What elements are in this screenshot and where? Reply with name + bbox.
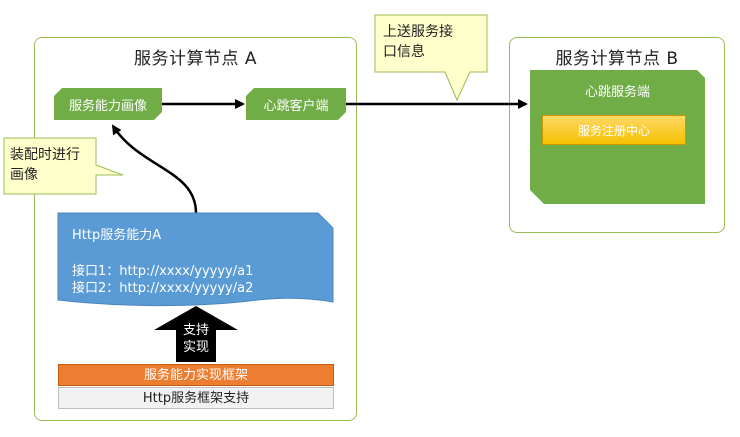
http-support-bar: Http服务框架支持 bbox=[58, 387, 334, 409]
node-b-title: 服务计算节点 B bbox=[555, 49, 679, 69]
registry-box: 服务注册中心 bbox=[542, 115, 686, 145]
http-api-1: 接口1：http://xxxx/yyyyy/a1 bbox=[72, 264, 254, 279]
framework-bar-label: 服务能力实现框架 bbox=[143, 368, 248, 383]
http-block-title: Http服务能力A bbox=[72, 228, 162, 243]
support-arrow-shape bbox=[154, 306, 238, 362]
http-api-2: 接口2：http://xxxx/yyyyy/a2 bbox=[72, 281, 254, 296]
service-profile-label: 服务能力画像 bbox=[68, 98, 147, 114]
node-a-title: 服务计算节点 A bbox=[133, 49, 258, 69]
heartbeat-client-box: 心跳客户端 bbox=[246, 88, 346, 120]
http-support-bar-label: Http服务框架支持 bbox=[142, 391, 250, 406]
arrow-http-to-profile bbox=[111, 124, 198, 214]
heartbeat-server-label: 心跳服务端 bbox=[584, 85, 650, 100]
heartbeat-client-label: 心跳客户端 bbox=[263, 98, 329, 114]
upload-callout-text: 上送服务接 口信息 bbox=[383, 24, 453, 60]
upload-callout-shape bbox=[374, 14, 488, 102]
heartbeat-server-box: 心跳服务端 服务注册中心 bbox=[530, 70, 705, 204]
framework-bar: 服务能力实现框架 bbox=[58, 364, 334, 386]
assemble-callout-text: 装配时进行 画像 bbox=[10, 147, 80, 183]
service-profile-box: 服务能力画像 bbox=[54, 88, 162, 120]
assemble-callout-shape bbox=[3, 137, 124, 195]
registry-label: 服务注册中心 bbox=[577, 123, 650, 138]
support-arrow-label: 支持 实现 bbox=[182, 323, 209, 355]
http-block-shape bbox=[57, 212, 334, 307]
